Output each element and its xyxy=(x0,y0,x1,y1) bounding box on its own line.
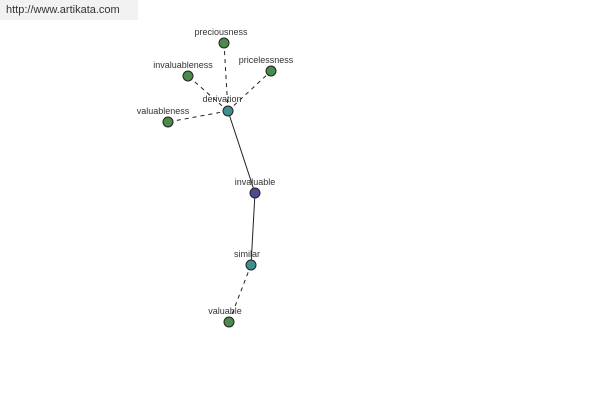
node-invaluableness[interactable]: invaluableness xyxy=(153,60,213,82)
node-label-valuable: valuable xyxy=(208,306,242,316)
node-label-similar: similar xyxy=(234,249,260,259)
node-label-derivation: derivation xyxy=(202,94,241,104)
node-marker-similar[interactable] xyxy=(245,259,257,271)
edge-derivation-preciousness xyxy=(223,42,229,112)
edge-similar-valuable xyxy=(228,264,252,323)
node-label-preciousness: preciousness xyxy=(194,27,248,37)
node-marker-valuableness[interactable] xyxy=(162,116,174,128)
node-marker-derivation[interactable] xyxy=(222,105,234,117)
node-marker-pricelessness[interactable] xyxy=(265,65,277,77)
edge-derivation-pricelessness xyxy=(227,70,272,112)
edge-invaluable-derivation xyxy=(227,110,256,194)
node-invaluable[interactable]: invaluable xyxy=(235,177,276,199)
node-label-invaluable: invaluable xyxy=(235,177,276,187)
node-valuableness[interactable]: valuableness xyxy=(137,106,190,128)
node-label-invaluableness: invaluableness xyxy=(153,60,213,70)
node-valuable[interactable]: valuable xyxy=(208,306,242,328)
node-marker-valuable[interactable] xyxy=(223,316,235,328)
edge-derivation-invaluableness xyxy=(187,75,229,112)
edges-layer xyxy=(167,42,272,323)
edge-invaluable-similar xyxy=(250,192,256,266)
node-marker-preciousness[interactable] xyxy=(218,37,230,49)
node-preciousness[interactable]: preciousness xyxy=(194,27,248,49)
node-derivation[interactable]: derivation xyxy=(202,94,242,117)
edge-derivation-valuableness xyxy=(167,110,229,123)
node-label-valuableness: valuableness xyxy=(137,106,190,116)
node-pricelessness[interactable]: pricelessness xyxy=(239,55,294,77)
node-marker-invaluableness[interactable] xyxy=(182,70,194,82)
nodes-layer: invaluable derivation similar preciousness i… xyxy=(137,27,294,328)
node-label-pricelessness: pricelessness xyxy=(239,55,294,65)
node-similar[interactable]: similar xyxy=(234,249,260,271)
node-marker-invaluable[interactable] xyxy=(249,187,261,199)
watermark-url: http://www.artikata.com xyxy=(0,0,138,20)
